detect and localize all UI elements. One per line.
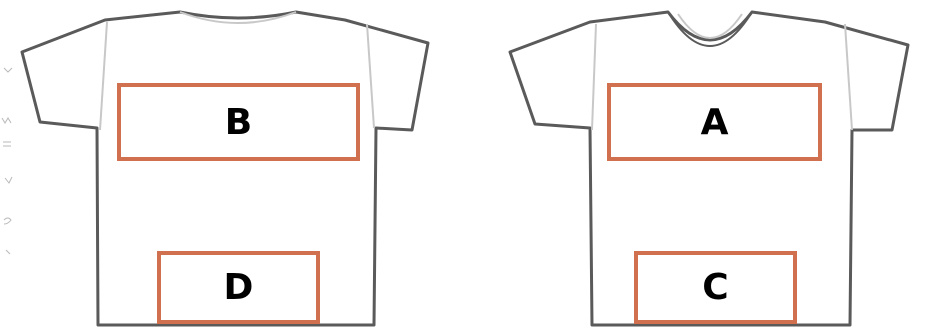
zone-d-label: D bbox=[224, 267, 254, 308]
zone-c-label: C bbox=[702, 267, 728, 308]
print-zone-b: B bbox=[117, 83, 360, 161]
print-zone-c: C bbox=[634, 251, 797, 324]
zone-a-label: A bbox=[701, 102, 729, 143]
print-zone-a: A bbox=[607, 83, 822, 161]
zone-b-label: B bbox=[225, 102, 252, 143]
print-zone-d: D bbox=[157, 251, 320, 324]
